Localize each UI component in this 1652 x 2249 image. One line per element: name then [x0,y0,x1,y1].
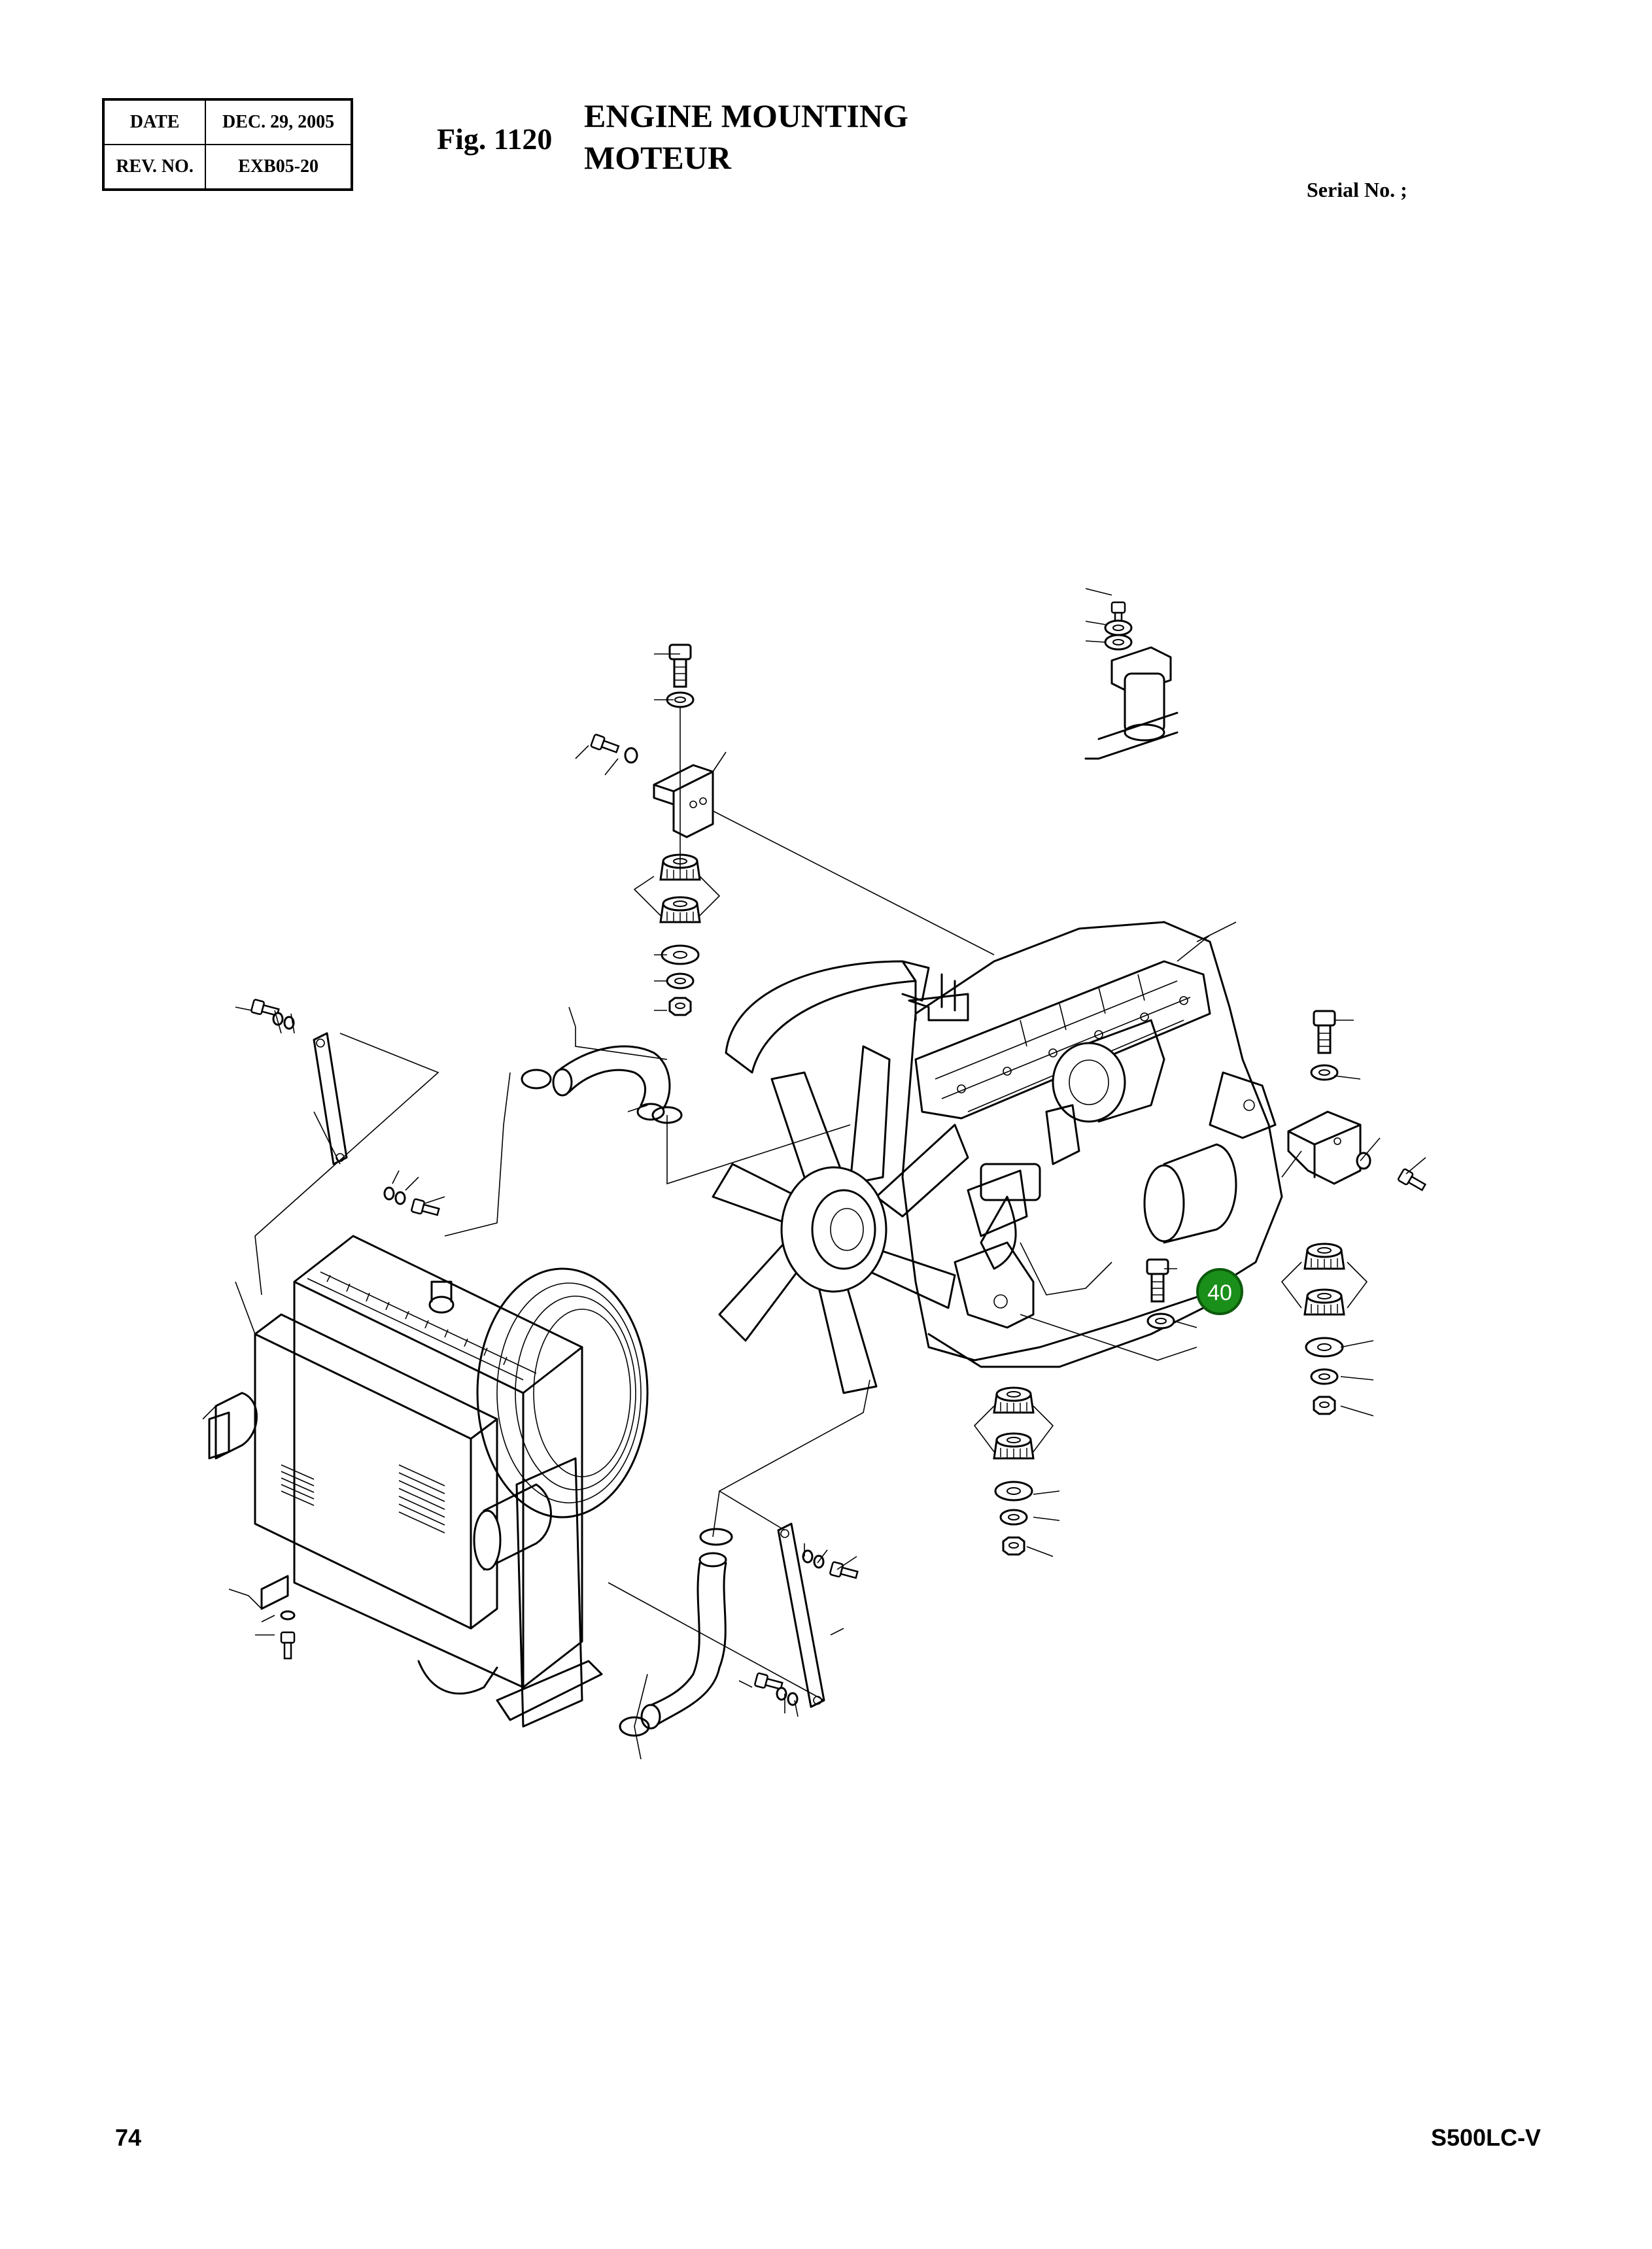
callout-40[interactable]: 40 [1196,1268,1243,1315]
figure-number: Fig. 1120 [437,122,553,156]
model-name: S500LC-V [1431,2124,1541,2151]
cooling-fan [712,1045,969,1394]
date-label: DATE [102,99,207,145]
date-value: DEC. 29, 2005 [205,99,353,145]
rev-label: REV. NO. [102,144,207,190]
mount-stack-upper [589,644,714,1016]
fuel-filter [1084,601,1179,760]
hose-clamps [521,1069,733,1737]
radiator-assembly [208,1235,649,1728]
revision-table: DATE DEC. 29, 2005 REV. NO. EXB05-20 [102,98,353,191]
mount-stack-right [1287,1010,1428,1415]
leader-lines [202,588,1426,1760]
intake-hose [725,960,969,1074]
support-rod-upper [313,1032,348,1165]
mount-stack-front [993,1258,1175,1556]
callout-40-label: 40 [1207,1280,1232,1305]
title-english: ENGINE MOUNTING [584,97,908,134]
upper-radiator-hose [552,1045,671,1121]
callout-40-circle [1196,1268,1243,1315]
lower-radiator-hose [640,1552,727,1730]
rev-value: EXB05-20 [205,144,353,190]
page-number: 74 [115,2124,142,2151]
serial-number-label: Serial No. ; [1307,178,1407,201]
engine-block [901,921,1283,1368]
title-french: MOTEUR [584,139,731,176]
rod-hardware [250,998,859,1706]
